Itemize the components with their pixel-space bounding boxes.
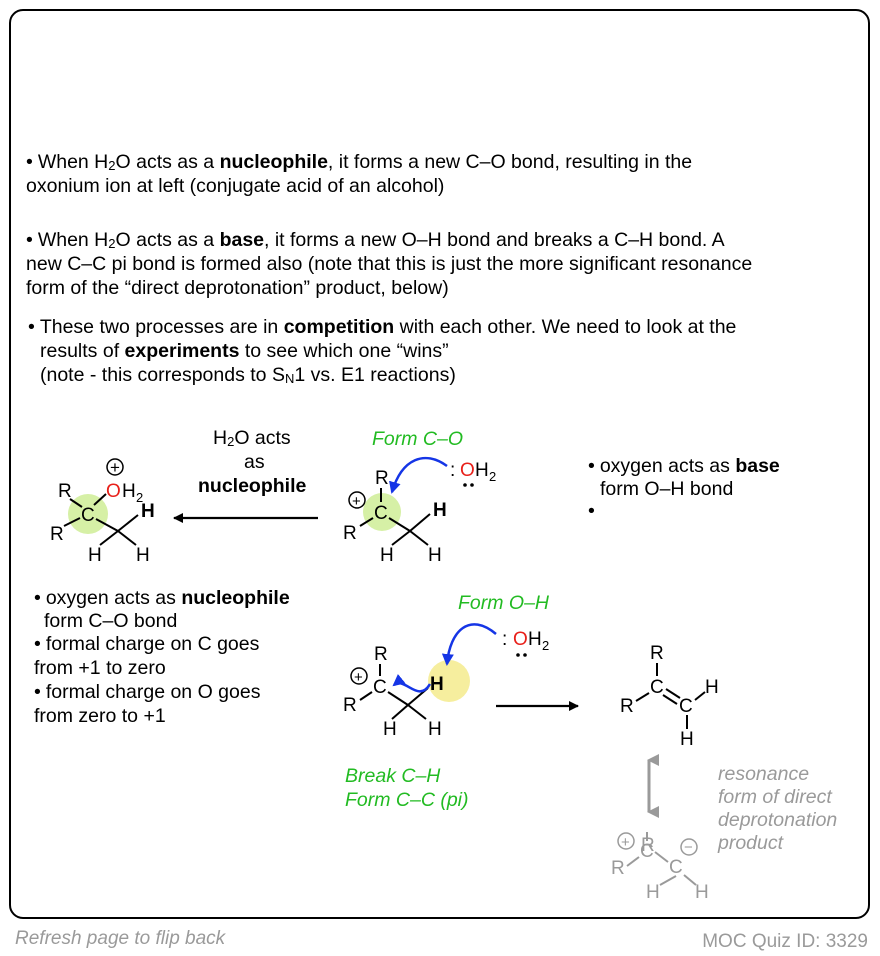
atom-H: H [475,460,489,481]
atom-R: R [611,858,625,879]
atom-H: H [680,729,694,750]
nuc-note-1: •oxygen acts as nucleophile [34,587,290,609]
quiz-card [9,9,870,919]
atom-R: R [374,644,388,665]
atom-R: R [620,696,634,717]
nuc-note-3: •formal charge on C goes [34,633,260,655]
atom-R: R [50,524,64,545]
base-note-1: •oxygen acts as base [588,455,780,477]
atom-H-bold: H [141,501,155,522]
arrow-label-line1: H2O acts [213,427,291,449]
curved-arrow-co [389,456,448,494]
subscript-2: 2 [136,490,143,505]
curved-arrow-oh [441,623,497,666]
atom-H: H [428,545,442,566]
atom-O: O [513,629,528,650]
plus-circle [106,458,124,476]
carbocation-top: + R R C H H H : O H 2 [343,456,496,566]
nuc-note-6: from zero to +1 [34,705,166,727]
resonance-note-3: deprotonation [718,809,838,831]
resonance-note-2: form of direct [718,786,832,808]
atom-O: O [106,481,121,502]
atom-C: C [374,503,388,524]
atom-C: C [373,677,387,698]
atom-H: H [122,481,136,502]
atom-H-bold: H [430,674,444,695]
bullet-nucleophile-line2: oxonium ion at left (conjugate acid of a… [26,175,445,197]
atom-O: O [460,460,475,481]
atom-C: C [679,696,693,717]
atom-R: R [375,468,389,489]
label-form-cc: Form C–C (pi) [345,789,469,811]
plus-charge: + [621,834,630,851]
atom-R: R [58,481,72,502]
subscript-2: 2 [542,638,549,653]
atom-H: H [380,545,394,566]
resonance-note-1: resonance [718,763,810,785]
quiz-id-label: MOC Quiz ID: 3329 [702,931,868,952]
resonance-form: + − R R C C H H [611,832,709,903]
atom-R: R [650,643,664,664]
plus-charge: + [352,493,361,510]
nuc-note-4: from +1 to zero [34,657,166,679]
minus-circle [680,838,698,856]
atom-H: H [695,882,709,903]
atom-C: C [669,857,683,878]
atom-R: R [343,523,357,544]
plus-charge: + [354,669,363,686]
base-note-3: • [588,500,595,522]
atom-C: C [650,677,664,698]
plus-charge: + [110,458,120,477]
atom-R: R [343,695,357,716]
bullet-base-line2: new C–C pi bond is formed also (note tha… [26,253,753,275]
atom-H: H [705,677,719,698]
atom-H: H [136,545,150,566]
minus-charge: − [684,839,693,856]
arrow-label-line3: nucleophile [198,475,307,497]
lone-pair: : [450,460,455,481]
highlight-carbon [363,493,401,531]
atom-H: H [383,719,397,740]
label-break-ch: Break C–H [345,765,441,787]
refresh-link[interactable]: Refresh page to flip back [15,928,226,949]
alkene-product: R R C C H H [620,643,719,750]
atom-H-bold: H [433,500,447,521]
subscript-2: 2 [489,469,496,484]
nuc-note-2: form C–O bond [44,610,178,632]
atom-R: R [641,835,655,856]
curved-arrow-cc [392,674,432,693]
atom-H: H [646,882,660,903]
highlight-hydrogen [428,660,470,702]
atom-H: H [428,719,442,740]
atom-H: H [528,629,542,650]
lone-pair: : [502,629,507,650]
carbocation-bottom: + R R C H H H : O H 2 [343,623,549,740]
atom-C: C [81,505,95,526]
nuc-note-5: •formal charge on O goes [34,681,261,703]
bullet-competition: •These two processes are in competition … [28,316,737,338]
bullet-competition-line2: results of experiments to see which one … [40,340,449,362]
bullet-base-line3: form of the “direct deprotonation” produ… [26,277,449,299]
plus-circle [617,832,635,850]
resonance-note-4: product [718,832,784,854]
plus-circle [350,667,368,685]
atom-H: H [88,545,102,566]
bullet-base: •When H2O acts as a base, it forms a new… [26,229,725,251]
bullet-nucleophile: •When H2O acts as a nucleophile, it form… [26,151,693,173]
plus-circle [348,491,366,509]
atom-C: C [640,841,654,862]
arrow-label-line2: as [244,451,265,473]
label-form-co: Form C–O [372,428,464,450]
bullet-competition-line3: (note - this corresponds to SN1 vs. E1 r… [40,364,456,386]
oxonium-product: + R R C O H 2 H H H [50,458,155,566]
base-note-2: form O–H bond [600,478,734,500]
label-form-oh: Form O–H [458,592,550,614]
